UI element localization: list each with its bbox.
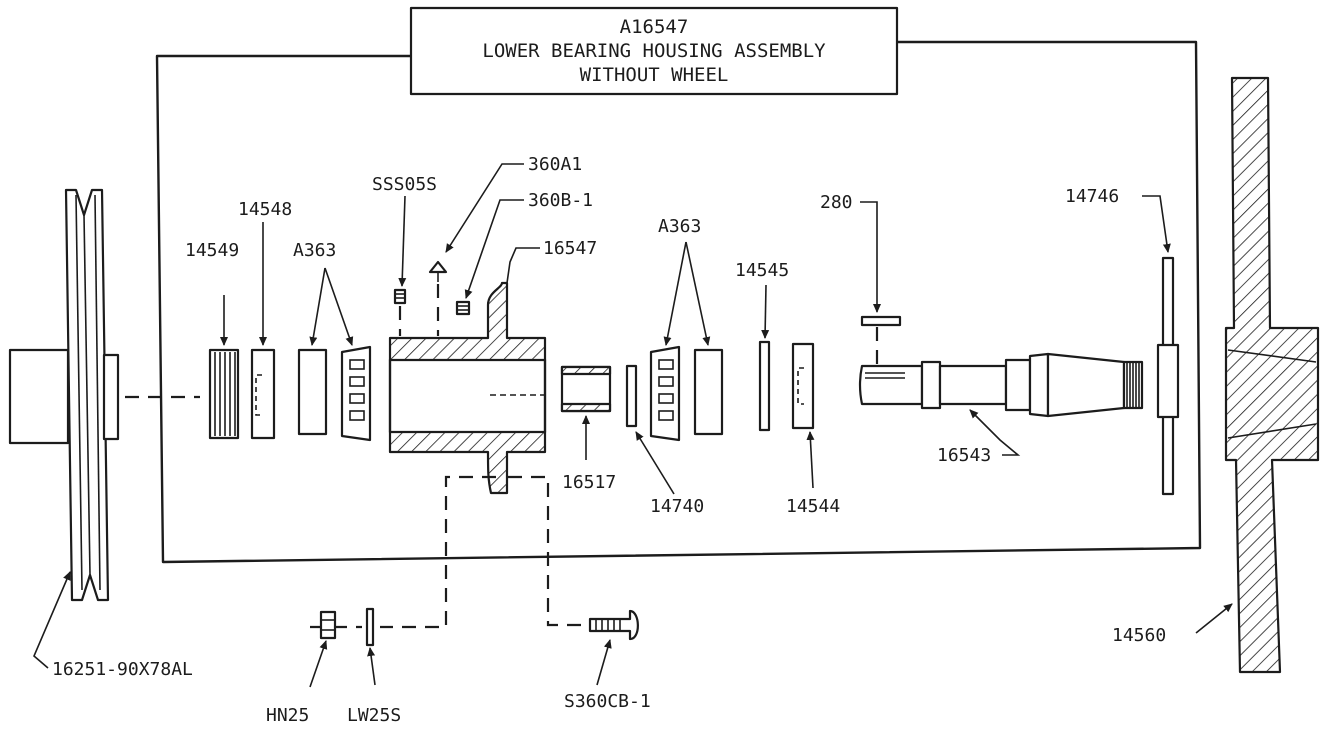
label-14544: 14544 xyxy=(786,496,840,517)
part-14545 xyxy=(758,284,771,432)
label-hn25: HN25 xyxy=(266,705,309,726)
label-16251-90x78al: 16251-90X78AL xyxy=(52,659,193,680)
part-360a1 xyxy=(428,163,524,336)
title-line-2: WITHOUT WHEEL xyxy=(580,64,729,86)
label-360b-1: 360B-1 xyxy=(528,190,593,211)
label-14548: 14548 xyxy=(238,199,292,220)
title-box: A16547 LOWER BEARING HOUSING ASSEMBLY WI… xyxy=(409,6,899,96)
label-14740: 14740 xyxy=(650,496,704,517)
part-sss05s xyxy=(393,195,407,336)
title-line-1: LOWER BEARING HOUSING ASSEMBLY xyxy=(482,40,826,62)
part-14549 xyxy=(208,295,240,440)
part-14740 xyxy=(625,364,675,495)
pulley-leader xyxy=(33,571,71,669)
label-sss05s: SSS05S xyxy=(372,174,437,195)
assembly-frame xyxy=(155,40,1202,564)
label-360a1: 360A1 xyxy=(528,154,582,175)
pulley-part xyxy=(8,188,200,602)
bearing-a363-right xyxy=(649,241,724,442)
part-360b1 xyxy=(455,199,524,316)
label-16543: 16543 xyxy=(937,445,991,466)
label-lw25s: LW25S xyxy=(347,705,401,726)
mounting-hardware xyxy=(309,475,639,688)
bearing-a363-left xyxy=(297,267,372,442)
label-s360cb-1: S360CB-1 xyxy=(564,691,651,712)
label-280: 280 xyxy=(820,192,853,213)
label-14746: 14746 xyxy=(1065,186,1119,207)
label-14549: 14549 xyxy=(185,240,239,261)
shaft-16543 xyxy=(858,352,1144,456)
part-14746 xyxy=(1142,195,1180,496)
label-14545: 14545 xyxy=(735,260,789,281)
title-part-number: A16547 xyxy=(620,16,689,38)
label-16517: 16517 xyxy=(562,472,616,493)
part-280-key xyxy=(860,201,902,364)
part-16517 xyxy=(560,365,612,460)
label-16547: 16547 xyxy=(543,238,597,259)
part-14560 xyxy=(1195,76,1320,674)
part-14548 xyxy=(250,222,276,440)
label-14560: 14560 xyxy=(1112,625,1166,646)
label-a363-left: A363 xyxy=(293,240,336,261)
bearing-housing-16547 xyxy=(388,247,547,495)
label-a363-right: A363 xyxy=(658,216,701,237)
part-14544 xyxy=(791,342,815,489)
